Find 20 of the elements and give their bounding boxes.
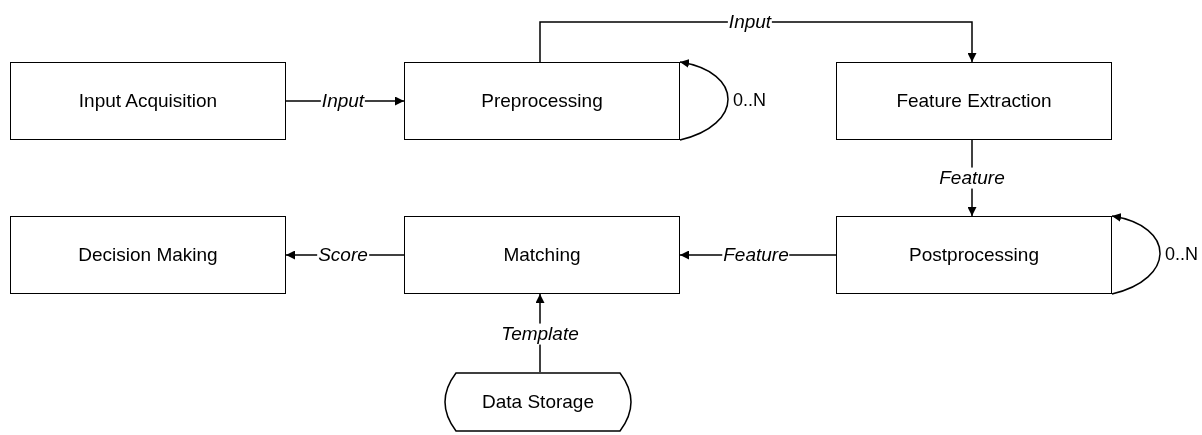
node-label: Postprocessing xyxy=(909,244,1039,266)
process-box xyxy=(10,62,286,140)
multiplicity-label: 0..N xyxy=(732,91,767,111)
node-label: Preprocessing xyxy=(481,90,603,112)
node-label: Decision Making xyxy=(78,244,218,266)
node-label: Input Acquisition xyxy=(78,90,218,112)
edge-label: Template xyxy=(500,323,580,345)
self-loop-arrow xyxy=(1111,213,1161,295)
process-box xyxy=(10,216,286,294)
node-label: Feature Extraction xyxy=(896,90,1052,112)
process-box xyxy=(404,62,680,140)
arrow xyxy=(539,21,977,63)
node-label: Data Storage xyxy=(482,391,594,413)
process-box xyxy=(404,216,680,294)
node-label: Matching xyxy=(503,244,581,266)
process-box xyxy=(836,216,1112,294)
self-loop-arrow xyxy=(679,59,729,141)
process-box xyxy=(836,62,1112,140)
edge-label: Feature xyxy=(938,167,1006,189)
multiplicity-label: 0..N xyxy=(1164,245,1199,265)
